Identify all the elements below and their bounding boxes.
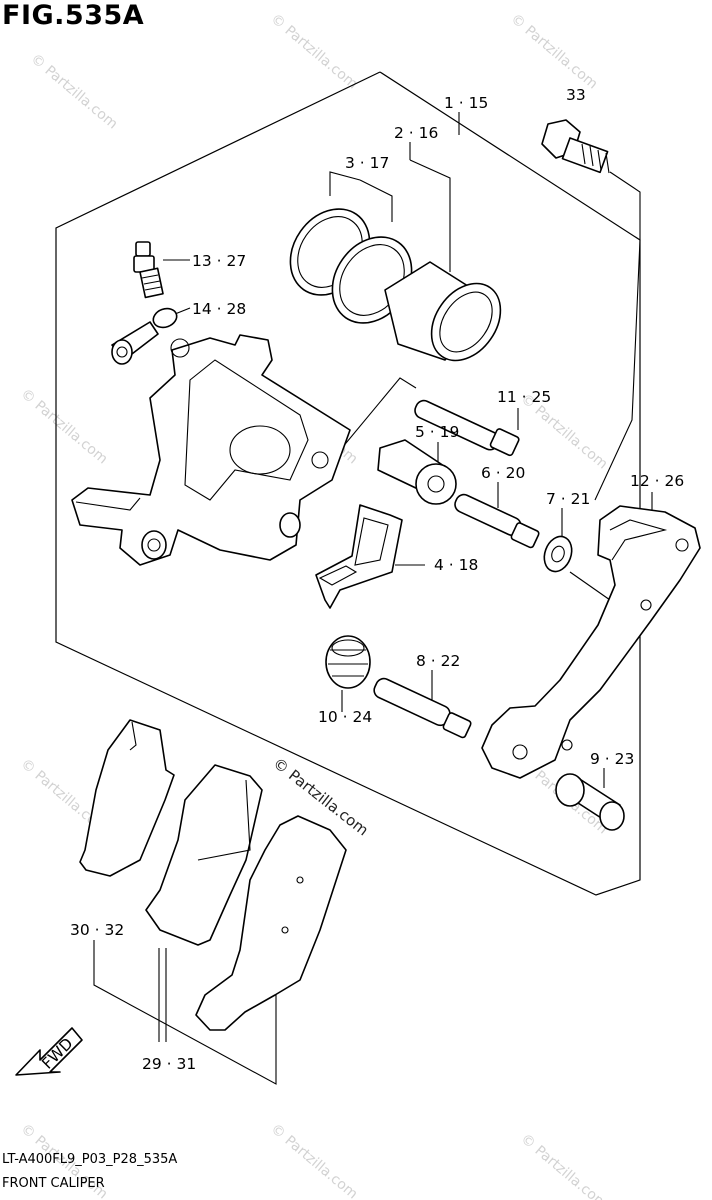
callout-5-19: 5 · 19: [415, 423, 459, 441]
callout-2-16: 2 · 16: [394, 124, 438, 142]
forward-direction-arrow: FWD: [15, 1027, 83, 1076]
part-5-boot: [377, 439, 457, 505]
part-7-washer: [543, 535, 573, 573]
callout-12-26: 12 · 26: [630, 472, 684, 490]
callout-7-21: 7 · 21: [546, 490, 590, 508]
callout-14-28: 14 · 28: [192, 300, 246, 318]
part-10-boot: [325, 635, 371, 689]
callout-labels: 1 · 15 2 · 16 3 · 17 4 · 18 5 · 19 6 · 2…: [70, 86, 684, 1073]
part-9-sleeve: [555, 773, 625, 831]
callout-29-31: 29 · 31: [142, 1055, 196, 1073]
callout-8-22: 8 · 22: [416, 652, 460, 670]
callout-9-23: 9 · 23: [590, 750, 634, 768]
part-29-brake-pad-inner: [145, 764, 263, 946]
part-14-bleeder-cap: [111, 307, 178, 365]
figure-caption: FRONT CALIPER: [2, 1176, 105, 1191]
part-2-piston: [384, 261, 502, 362]
part-11-slide-pin: [414, 399, 520, 457]
callout-13-27: 13 · 27: [192, 252, 246, 270]
callout-33: 33: [566, 86, 586, 104]
watermark: © Partzilla.com: [517, 1131, 610, 1200]
callout-30-32: 30 · 32: [70, 921, 124, 939]
watermark: © Partzilla.com: [267, 1121, 360, 1200]
watermark: © Partzilla.com: [27, 51, 120, 133]
figure-title: FIG.535A: [2, 0, 145, 31]
part-13-bleeder-valve: [133, 241, 164, 299]
watermark: © Partzilla.com: [17, 386, 110, 468]
callout-11-25: 11 · 25: [497, 388, 551, 406]
watermark-layer: © Partzilla.com © Partzilla.com © Partzi…: [17, 11, 610, 1200]
callout-6-20: 6 · 20: [481, 464, 525, 482]
watermark: © Partzilla.com: [267, 11, 360, 93]
part-33-bolt: [541, 119, 610, 174]
part-29-brake-pad-outer: [195, 815, 347, 1031]
callout-1-15: 1 · 15: [444, 94, 488, 112]
watermark: © Partzilla.com: [507, 11, 600, 93]
part-12-caliper-bracket: [481, 505, 701, 779]
part-6-sleeve-pin: [454, 493, 540, 549]
caliper-body: [71, 334, 351, 566]
part-8-pin-bolt: [373, 677, 472, 739]
callout-4-18: 4 · 18: [434, 556, 478, 574]
part-4-pad-spring: [315, 504, 403, 609]
callout-10-24: 10 · 24: [318, 708, 372, 726]
model-code: LT-A400FL9_P03_P28_535A: [2, 1152, 178, 1167]
callout-3-17: 3 · 17: [345, 154, 389, 172]
part-30-pad-shim: [79, 719, 175, 877]
